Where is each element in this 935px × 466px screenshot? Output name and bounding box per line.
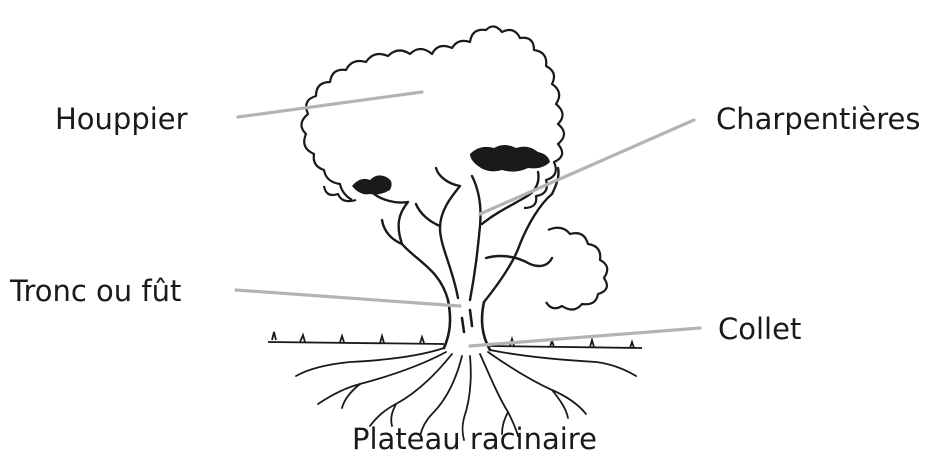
foliage-clusters [352,145,550,195]
label-collar: Collet [718,315,801,344]
label-trunk: Tronc ou fût [10,277,181,306]
branches [372,168,559,302]
label-crown: Houppier [55,105,188,134]
leader-collar [470,328,700,346]
ground [268,332,642,348]
crown-foliage [301,26,607,309]
label-root-plate: Plateau racinaire [352,425,597,454]
leader-lines [236,92,700,346]
label-branches: Charpentières [716,105,920,134]
trunk [444,300,490,350]
leader-crown [238,92,422,117]
leader-trunk [236,290,460,306]
